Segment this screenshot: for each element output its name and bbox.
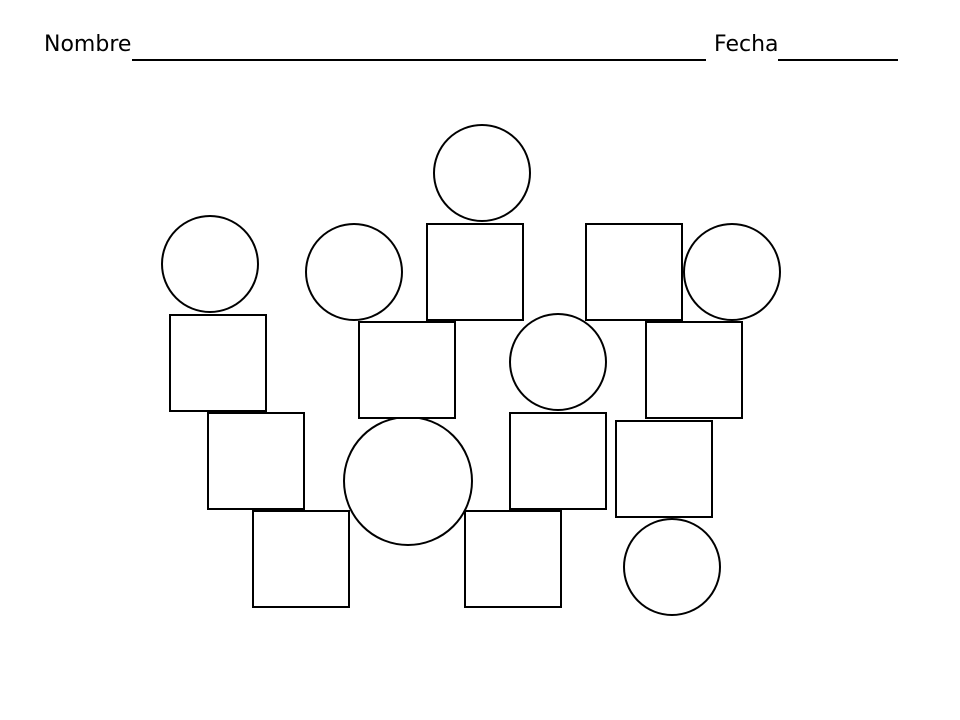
square-shape (464, 510, 562, 608)
circle-shape (433, 124, 531, 222)
square-shape (645, 321, 743, 419)
circle-shape (623, 518, 721, 616)
square-shape (585, 223, 683, 321)
square-shape (615, 420, 713, 518)
square-shape (509, 412, 607, 510)
circle-shape (683, 223, 781, 321)
circle-shape (305, 223, 403, 321)
square-shape (426, 223, 524, 321)
square-shape (358, 321, 456, 419)
circle-shape (509, 313, 607, 411)
square-shape (207, 412, 305, 510)
date-label: Fecha (714, 32, 779, 57)
name-label: Nombre (44, 32, 132, 57)
worksheet-header: Nombre Fecha (44, 28, 904, 68)
name-write-line[interactable] (132, 59, 706, 61)
date-write-line[interactable] (778, 59, 898, 61)
large-circle-shape (343, 416, 473, 546)
circle-shape (161, 215, 259, 313)
square-shape (252, 510, 350, 608)
square-shape (169, 314, 267, 412)
